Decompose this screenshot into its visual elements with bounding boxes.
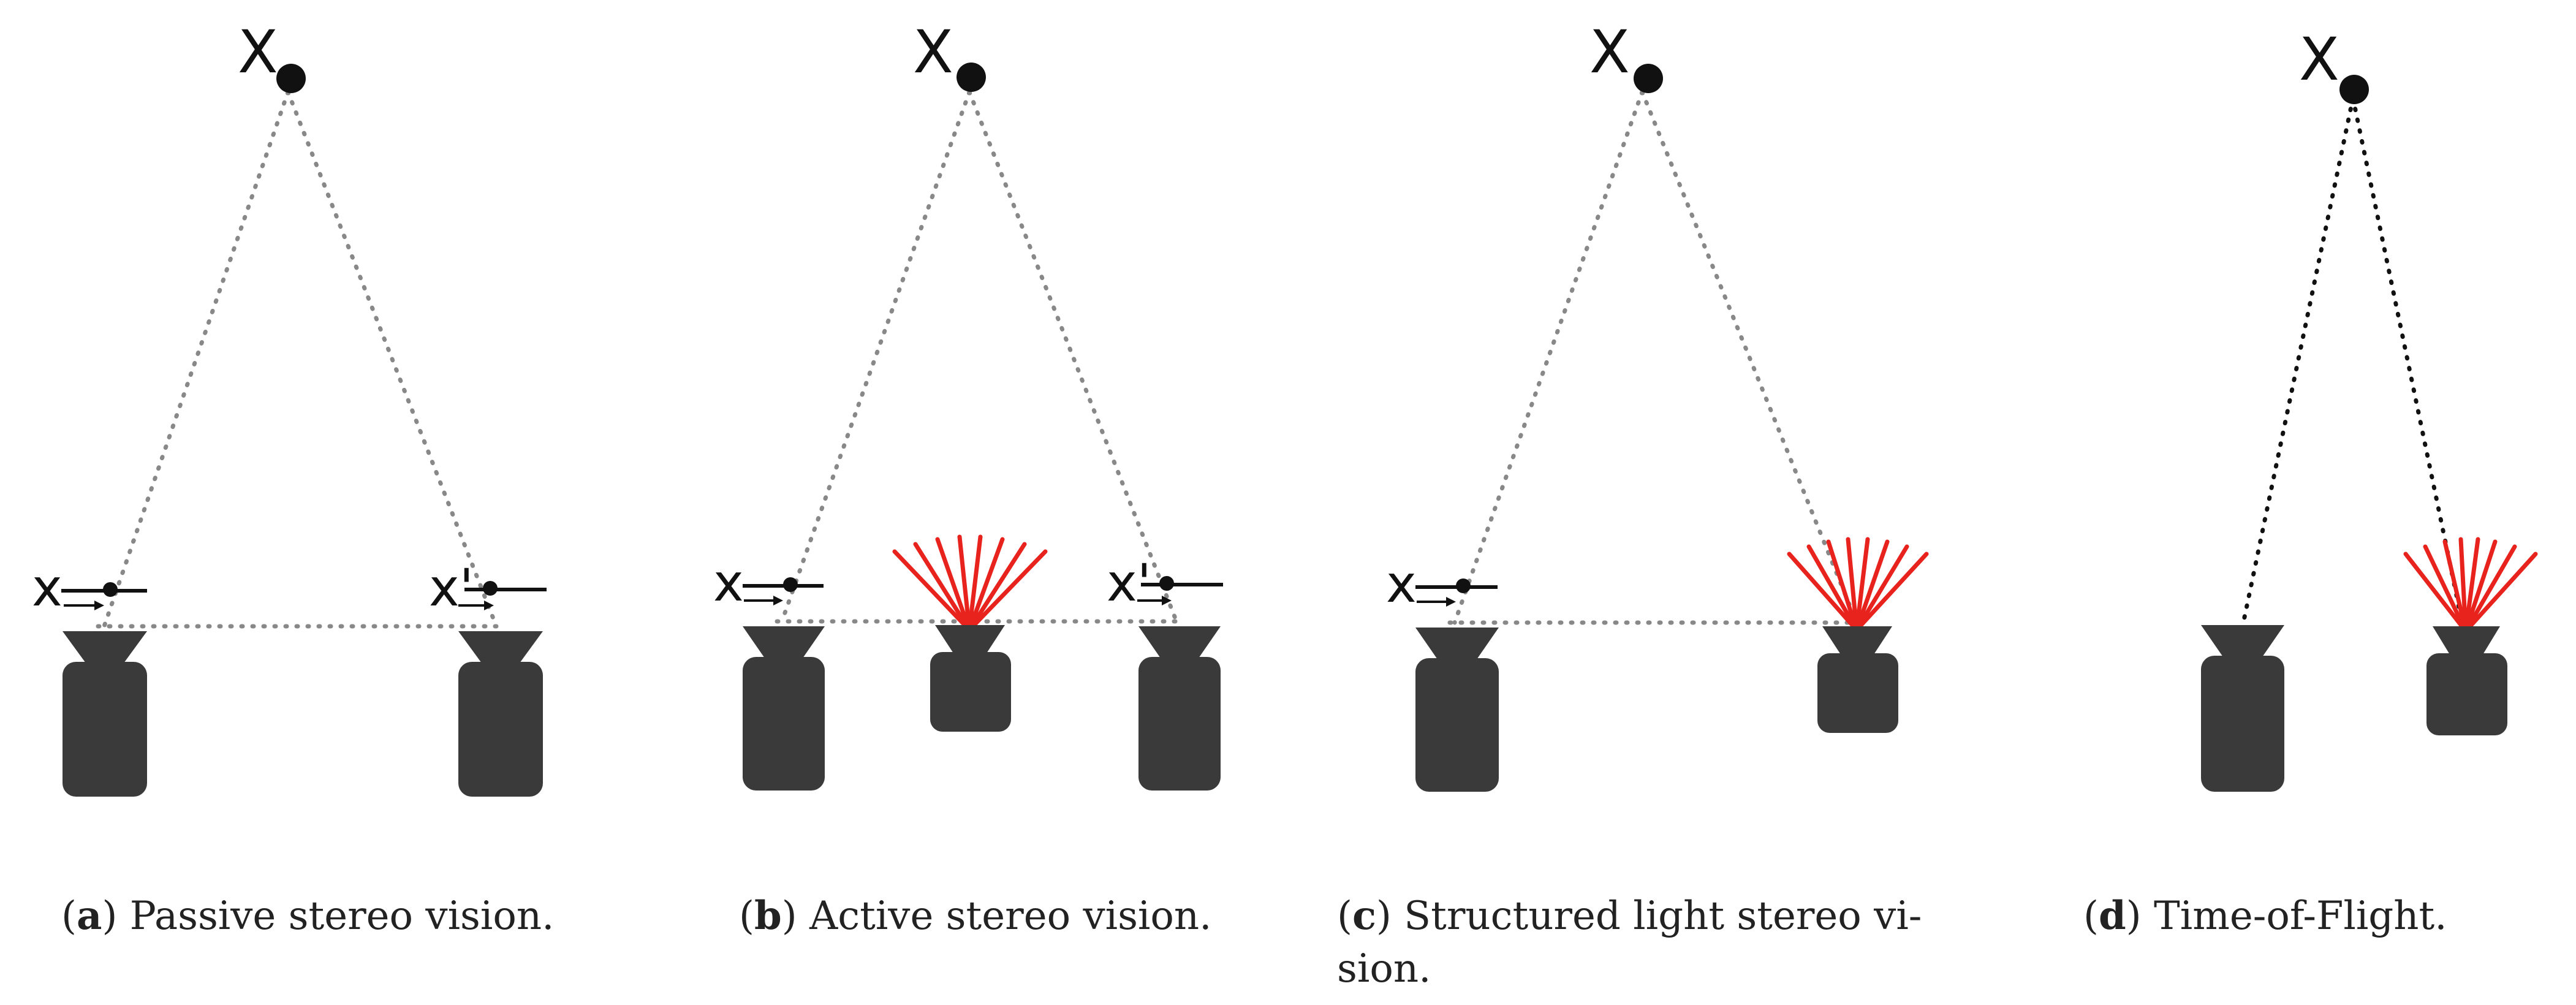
caption-a-letter: a: [76, 893, 102, 939]
caption-d-text: ) Time-of-Flight.: [2126, 893, 2447, 939]
panel-d-emitter-rays: [2403, 537, 2538, 634]
panel-a-right-camera: [458, 631, 543, 797]
panel-d-emitter: [2403, 537, 2538, 735]
panel-c-label-x: X: [1589, 18, 1630, 86]
panel-c-projector-rays: [1787, 537, 1929, 632]
caption-a: (a) Passive stereo vision.: [61, 893, 555, 939]
panel-d-camera: [2201, 625, 2284, 792]
panel-b-left-camera: [743, 626, 825, 791]
panel-a-label-x-left: x: [32, 558, 63, 618]
panel-d-point-x: [2339, 75, 2369, 104]
panel-b-left-image-plane: [743, 577, 824, 605]
panel-a-point-x: [276, 64, 306, 93]
panel-c-camera: [1415, 628, 1499, 792]
panel-b-projector: [892, 534, 1048, 732]
panel-c-label-x-left: x: [1386, 554, 1417, 614]
panel-d-time-of-flight: X: [2201, 25, 2538, 792]
panel-b-point-x: [957, 63, 986, 92]
caption-c-letter: c: [1352, 893, 1376, 939]
panel-a-passive-stereo: X x x': [32, 18, 547, 797]
panel-d-label-x: X: [2299, 25, 2339, 94]
panel-c-rays: [1447, 89, 1859, 625]
panel-a-left-image-plane: [61, 582, 147, 610]
panel-c-image-plane: [1415, 578, 1498, 607]
panel-b-label-x-right: x': [1107, 553, 1151, 613]
caption-d-letter: d: [2098, 893, 2126, 939]
caption-d: (d) Time-of-Flight.: [2083, 893, 2447, 939]
caption-c: (c) Structured light stereo vi-sion.: [1337, 890, 1993, 996]
panel-b-label-x: X: [913, 18, 953, 86]
caption-c-text-line2: sion.: [1337, 946, 1431, 992]
panel-a-label-x-right: x': [429, 558, 474, 618]
panel-c-projector: [1787, 537, 1929, 733]
panel-a-left-camera: [63, 631, 147, 797]
caption-b: (b) Active stereo vision.: [739, 893, 1212, 939]
panel-a-rays: [96, 89, 505, 629]
caption-c-text-line1: ) Structured light stereo vi-: [1376, 893, 1922, 939]
panel-b-right-image-plane: [1137, 576, 1223, 605]
panel-c-point-x: [1634, 64, 1663, 93]
caption-a-text: ) Passive stereo vision.: [102, 893, 555, 939]
panel-b-projector-rays: [892, 534, 1048, 632]
panel-c-structured-light: X: [1386, 18, 1929, 792]
panel-a-right-image-plane: [458, 581, 547, 610]
panel-b-right-camera: [1138, 626, 1221, 791]
panel-a-label-x: X: [238, 18, 278, 86]
panel-b-rays: [775, 89, 1188, 624]
panel-d-rays: [2241, 96, 2466, 630]
caption-b-letter: b: [754, 893, 782, 939]
caption-b-text: ) Active stereo vision.: [781, 893, 1212, 939]
panel-b-label-x-left: x: [713, 553, 744, 613]
panel-b-active-stereo: X: [713, 18, 1223, 791]
